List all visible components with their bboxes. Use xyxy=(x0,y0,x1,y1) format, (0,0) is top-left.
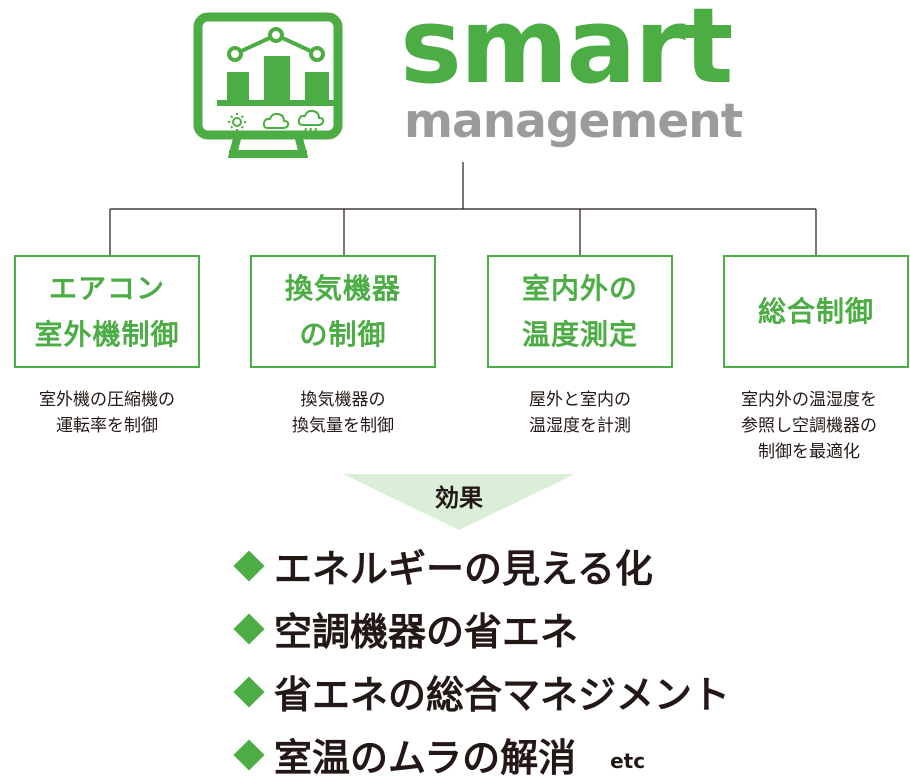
effect-text: 省エネの総合マネジメント xyxy=(274,673,731,717)
category-description: 室内外の温湿度を 参照し空調機器の 制御を最適化 xyxy=(741,390,877,462)
category-title: 総合制御 xyxy=(757,294,874,328)
effect-label: 効果 xyxy=(435,484,483,512)
category-description: 室外機の圧縮機の 運転率を制御 xyxy=(39,390,175,436)
cloud-icon xyxy=(262,112,290,129)
bar-chart-icon xyxy=(217,56,339,106)
effect-text: エネルギーの見える化 xyxy=(274,547,653,591)
line-chart-icon xyxy=(227,27,325,62)
connector-lines xyxy=(109,162,817,255)
diamond-bullet-icon xyxy=(233,738,265,771)
diamond-bullet-icon xyxy=(233,549,265,582)
category-description: 換気機器の 換気量を制御 xyxy=(292,390,394,436)
category-box-ventilation: 換気機器 の制御 xyxy=(250,255,436,368)
effect-item: エネルギーの見える化 xyxy=(232,538,653,593)
effect-arrow xyxy=(343,474,575,530)
category-box-temperature: 室内外の 温度測定 xyxy=(487,255,673,368)
category-box-integrated: 総合制御 xyxy=(723,255,909,368)
diamond-bullet-icon xyxy=(233,675,265,708)
category-title: エアコン 室外機制御 xyxy=(34,271,180,351)
monitor-icon xyxy=(193,12,343,158)
diamond-bullet-icon xyxy=(233,612,265,645)
logo-wordmark-smart: smart xyxy=(400,0,733,107)
rain-cloud-icon xyxy=(297,109,325,133)
effect-item: 省エネの総合マネジメント xyxy=(232,664,730,719)
sun-icon xyxy=(228,113,246,131)
logo-wordmark-management: management xyxy=(404,94,743,149)
effect-etc: etc xyxy=(610,748,646,773)
category-title: 換気機器 の制御 xyxy=(284,271,401,351)
category-box-aircon: エアコン 室外機制御 xyxy=(14,255,200,368)
effect-item: 空調機器の省エネ xyxy=(232,601,578,656)
effect-text: 空調機器の省エネ xyxy=(274,610,579,654)
effect-item: 室温のムラの解消 etc xyxy=(232,727,645,782)
category-title: 室内外の 温度測定 xyxy=(521,271,638,351)
category-description: 屋外と室内の 温湿度を計測 xyxy=(529,390,631,436)
effect-text: 室温のムラの解消 xyxy=(274,736,577,780)
